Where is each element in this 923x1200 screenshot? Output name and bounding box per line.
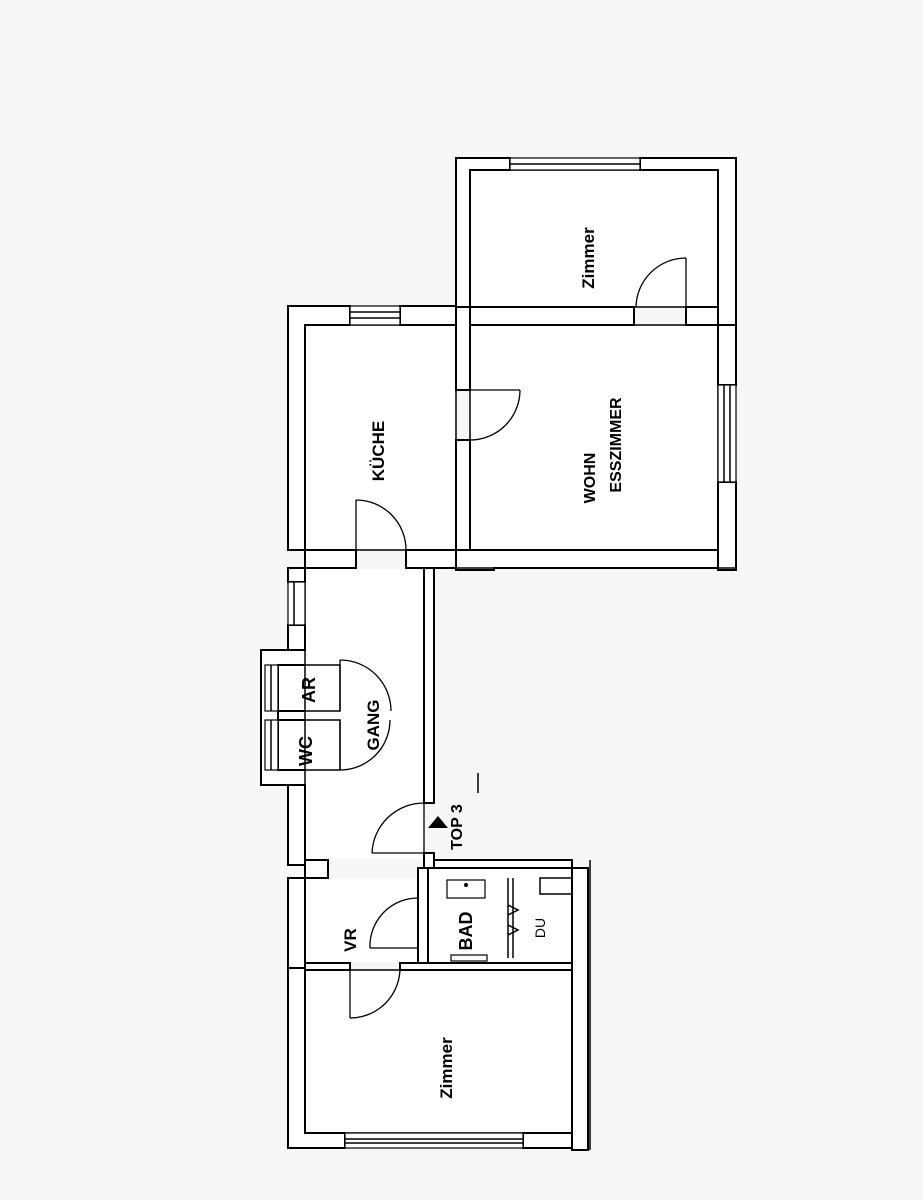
door-kueche <box>355 499 407 551</box>
door-ar <box>339 659 392 712</box>
door-zimmer-bottom <box>349 967 401 1019</box>
label-zimmer-top: Zimmer <box>579 227 598 289</box>
door-wc <box>339 719 391 771</box>
label-ar: AR <box>299 677 319 703</box>
door-zimmer-top <box>635 257 687 308</box>
label-kueche: KÜCHE <box>369 421 388 481</box>
room-interiors <box>279 171 717 1132</box>
sink <box>446 879 486 899</box>
window-zimmer-bottom <box>344 1132 524 1149</box>
window-wohn <box>717 384 737 483</box>
label-bad: BAD <box>456 912 476 951</box>
window-gang <box>287 581 306 626</box>
label-vr: VR <box>341 928 360 952</box>
windows <box>264 157 737 1149</box>
door-kueche-wohn <box>469 389 521 441</box>
doors <box>339 257 687 1019</box>
label-esszimmer: ESSZIMMER <box>608 397 625 493</box>
door-bad <box>369 897 419 949</box>
label-gang: GANG <box>364 700 383 751</box>
window-kueche <box>349 305 401 326</box>
label-wc: WC <box>296 736 316 766</box>
label-du: DU <box>532 918 548 938</box>
entrance-arrow-icon <box>428 816 448 828</box>
radiator <box>450 954 488 962</box>
label-zimmer-bottom: Zimmer <box>437 1037 456 1099</box>
door-entrance <box>371 802 425 854</box>
shower-marks <box>507 904 520 936</box>
label-wohn: WOHN <box>582 453 599 504</box>
label-top: TOP 3 <box>449 804 466 850</box>
bad-fixtures <box>446 879 520 962</box>
